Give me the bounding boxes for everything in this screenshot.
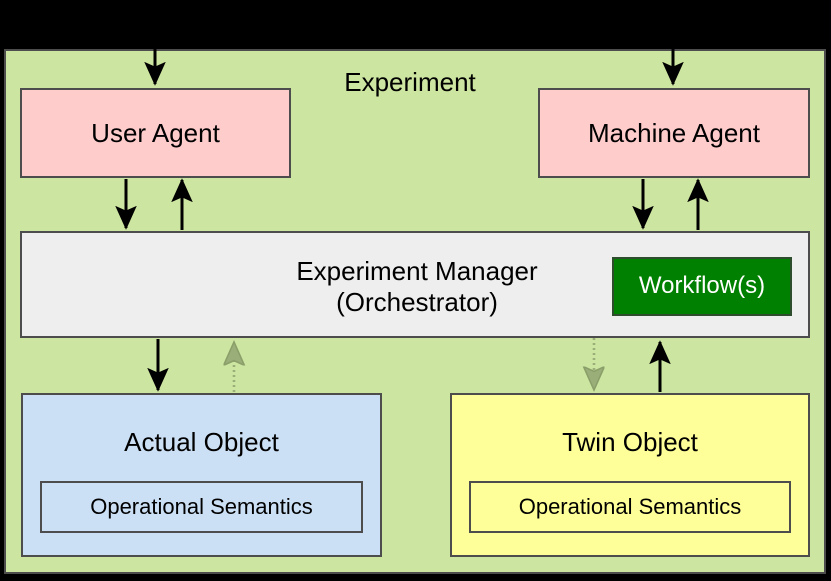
- twin-operational-semantics-label: Operational Semantics: [518, 494, 742, 520]
- twin-operational-semantics-box[interactable]: Operational Semantics: [469, 481, 791, 533]
- user-agent-box[interactable]: User Agent: [20, 88, 291, 178]
- experiment-manager-box[interactable]: Experiment Manager (Orchestrator) Workfl…: [20, 231, 810, 338]
- actual-object-box[interactable]: Actual Object Operational Semantics: [21, 393, 382, 557]
- page-title: Experiment: [344, 66, 476, 97]
- actual-object-title: Actual Object: [124, 427, 279, 457]
- experiment-manager-line2: (Orchestrator): [336, 286, 498, 317]
- experiment-manager-line1: Experiment Manager: [296, 255, 538, 286]
- workflow-label: Workflow(s): [638, 272, 766, 300]
- user-agent-label: User Agent: [91, 117, 220, 148]
- actual-operational-semantics-box[interactable]: Operational Semantics: [40, 481, 363, 533]
- twin-object-box[interactable]: Twin Object Operational Semantics: [450, 393, 810, 557]
- machine-agent-box[interactable]: Machine Agent: [538, 88, 810, 178]
- workflow-box[interactable]: Workflow(s): [612, 257, 792, 316]
- twin-object-title: Twin Object: [562, 427, 698, 457]
- experiment-manager-label: Experiment Manager (Orchestrator): [22, 233, 812, 340]
- actual-operational-semantics-label: Operational Semantics: [90, 494, 313, 520]
- machine-agent-label: Machine Agent: [587, 117, 760, 148]
